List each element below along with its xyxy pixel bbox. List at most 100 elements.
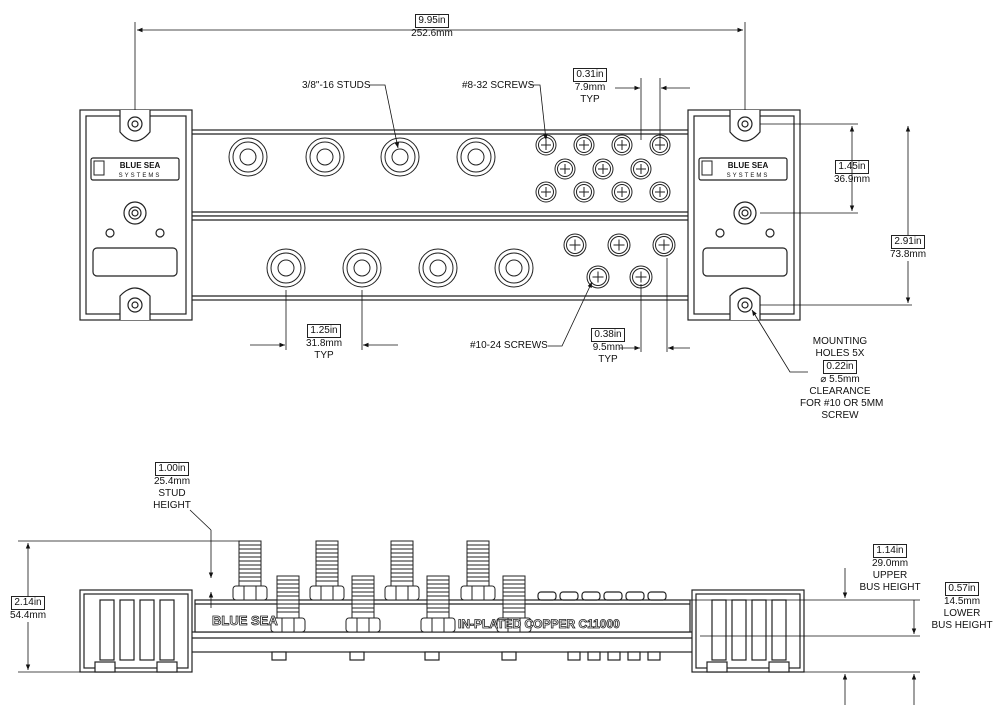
side-brand-text: BLUE SEA (212, 613, 278, 628)
upper-bus-height-label: 1.14in 29.0mm UPPER BUS HEIGHT (858, 544, 922, 594)
side-left-end (79, 589, 193, 673)
dim-mm: 25.4mm (153, 476, 191, 487)
dim-mm: 14.5mm (943, 596, 981, 607)
dim-note: BUS HEIGHT (931, 620, 993, 631)
threaded-stud (309, 540, 345, 601)
screw (611, 181, 633, 203)
stud-height-label: 1.00in 25.4mm STUD HEIGHT (150, 462, 194, 512)
stud (342, 248, 382, 288)
screw (573, 181, 595, 203)
stud (456, 137, 496, 177)
dim-note: UPPER (872, 570, 908, 581)
stud (266, 248, 306, 288)
screw (535, 134, 557, 156)
large-screw-spacing-label: 0.38in 9.5mm TYP (586, 328, 630, 366)
side-lower-bus (159, 631, 701, 653)
dim-inches: 2.91in (891, 235, 925, 249)
threaded-stud (460, 540, 496, 601)
overall-length-label: 9.95in 252.6mm (392, 14, 472, 40)
top-dimension-lines (134, 22, 912, 373)
dim-note: HEIGHT (153, 500, 191, 511)
logo-text-line1: BLUE SEA (728, 161, 769, 170)
screw (586, 265, 610, 289)
dim-mm: 29.0mm (871, 558, 909, 569)
logo-left: BLUE SEA SYSTEMS (93, 160, 162, 179)
mount-line5: SCREW (821, 410, 859, 421)
side-material-text: IN-PLATED COPPER C11000 (458, 617, 620, 631)
screw (611, 134, 633, 156)
mount-line4: FOR #10 OR 5MM (800, 398, 884, 409)
dim-inches: 1.45in (835, 160, 869, 174)
small-screw-label: #8-32 SCREWS (462, 80, 535, 91)
threaded-stud (270, 575, 306, 633)
stud (418, 248, 458, 288)
dim-mm: 9.5mm (592, 342, 624, 353)
small-screw-spacing-label: 0.31in 7.9mm TYP (570, 68, 610, 106)
dim-inches: 0.57in (945, 582, 979, 596)
screw (573, 134, 595, 156)
large-screw-group (563, 233, 676, 289)
stud (494, 248, 534, 288)
dim-inches: 0.22in (823, 360, 857, 374)
lower-bus-height-label: 0.57in 14.5mm LOWER BUS HEIGHT (930, 582, 994, 632)
dim-inches: 2.14in (11, 596, 45, 610)
logo-text-line1: BLUE SEA (120, 161, 161, 170)
screw (563, 233, 587, 257)
dim-mm: 54.4mm (9, 610, 47, 621)
screw (607, 233, 631, 257)
dim-inches: 0.31in (573, 68, 607, 82)
screw (554, 158, 576, 180)
dim-inches: 9.95in (415, 14, 449, 28)
logo-text-line2: SYSTEMS (119, 173, 162, 179)
stud-spacing-label: 1.25in 31.8mm TYP (300, 324, 348, 362)
dim-inches: 1.00in (155, 462, 189, 476)
small-screw-group (535, 134, 671, 203)
dim-note: TYP (314, 350, 334, 361)
stud (380, 137, 420, 177)
mounting-hole-label: MOUNTING HOLES 5X 0.22in ⌀ 5.5mm CLEARAN… (800, 336, 884, 422)
dim-inches: 1.25in (307, 324, 341, 338)
top-view (79, 109, 801, 321)
screw (630, 158, 652, 180)
side-stud-group (232, 540, 532, 633)
left-end-cap (79, 109, 193, 321)
screw (649, 181, 671, 203)
dim-note: LOWER (943, 608, 981, 619)
mount-line3: CLEARANCE (809, 386, 871, 397)
dim-mm: 252.6mm (411, 28, 453, 39)
screw (535, 181, 557, 203)
right-end-cap (687, 109, 801, 321)
threaded-stud (232, 540, 268, 601)
dim-mm: 31.8mm (305, 338, 343, 349)
dim-mm: 7.9mm (574, 82, 606, 93)
screw (592, 158, 614, 180)
dim-note: TYP (580, 94, 600, 105)
dim-note: BUS HEIGHT (859, 582, 921, 593)
screw (652, 233, 676, 257)
dim-note: TYP (598, 354, 618, 365)
large-screw-label: #10-24 SCREWS (470, 340, 548, 351)
stud (305, 137, 345, 177)
dim-inches: 0.38in (591, 328, 625, 342)
upper-offset-label: 1.45in 36.9mm (828, 160, 876, 186)
threaded-stud (420, 575, 456, 633)
screw (629, 265, 653, 289)
dim-note: STUD (158, 488, 186, 499)
dim-mm: ⌀ 5.5mm (820, 374, 860, 385)
threaded-stud (384, 540, 420, 601)
threaded-stud (345, 575, 381, 633)
mount-line1: MOUNTING (812, 336, 868, 347)
overall-width-label: 2.91in 73.8mm (884, 235, 932, 261)
threaded-stud (496, 575, 532, 633)
mount-line2: HOLES 5X (815, 348, 865, 359)
upper-studs (228, 137, 496, 177)
dim-mm: 36.9mm (833, 174, 871, 185)
lower-studs (266, 248, 534, 288)
dim-inches: 1.14in (873, 544, 907, 558)
stud (228, 137, 268, 177)
logo-text-line2: SYSTEMS (727, 173, 770, 179)
dim-mm: 73.8mm (889, 249, 927, 260)
side-right-end (691, 589, 805, 673)
overall-height-label: 2.14in 54.4mm (4, 596, 52, 622)
